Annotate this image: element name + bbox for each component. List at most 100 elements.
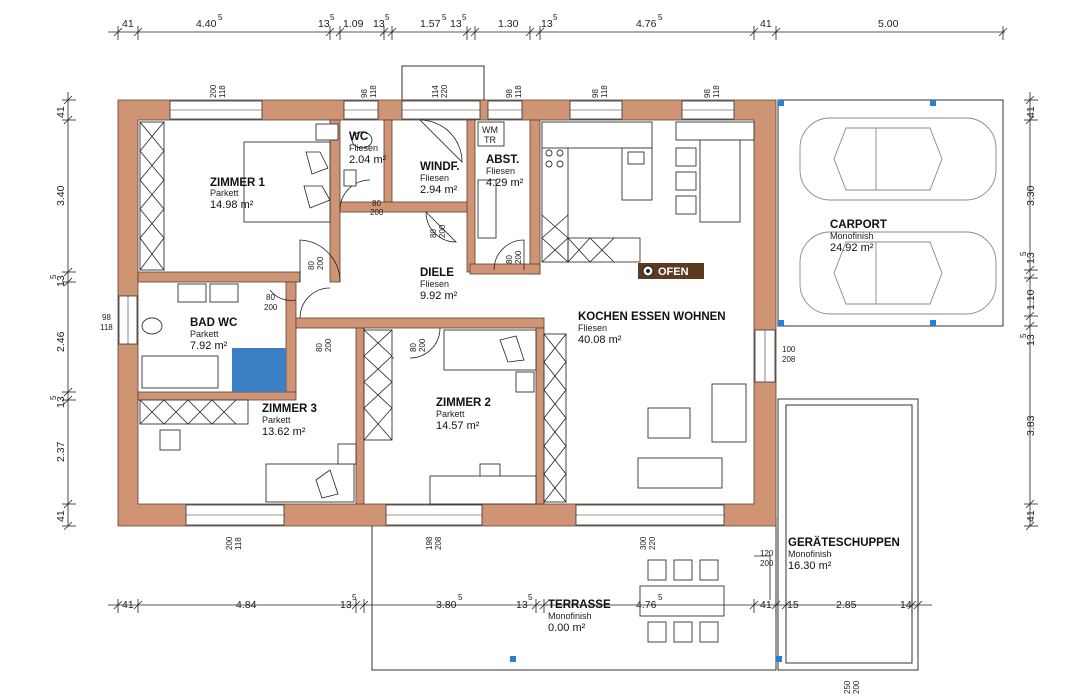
dim-bottom-label: 41: [122, 599, 134, 611]
room-area: 14.57 m²: [436, 420, 480, 432]
door-height: 200: [316, 256, 325, 270]
dimension-ticks: [62, 26, 1038, 613]
dim-right-label: 5: [1019, 251, 1028, 256]
dim-left-label: 41: [55, 510, 67, 522]
opening-bottom: 118: [600, 85, 609, 98]
room-floor: Fliesen: [420, 173, 449, 183]
room-carport: CARPORT Monofinish 24.92 m²: [830, 219, 887, 254]
room-windf: WINDF. Fliesen 2.94 m²: [420, 161, 460, 196]
room-floor: Fliesen: [420, 279, 449, 289]
dim-top-label: 5: [385, 13, 390, 22]
opening-bottom: 118: [234, 537, 243, 550]
room-name: DIELE: [420, 267, 454, 279]
room-area: 2.04 m²: [349, 154, 387, 166]
wall-diele-bottom: [295, 317, 545, 329]
wall-bad-right: [285, 281, 297, 395]
wall-windf-abst: [466, 119, 476, 273]
dim-left-label: 41: [55, 106, 67, 118]
dim-right-label: 13: [1025, 334, 1037, 346]
wall-z3-z2: [355, 327, 365, 505]
opening-top: 120: [760, 549, 774, 558]
door-width: 80: [315, 343, 324, 352]
door-height: 200: [514, 250, 523, 264]
room-area: 13.62 m²: [262, 426, 306, 438]
dim-left-label: 2.46: [55, 331, 67, 352]
opening-top: 198: [425, 536, 434, 550]
room-name: ZIMMER 2: [436, 397, 491, 409]
opening-top: 98: [591, 89, 600, 98]
dim-top-label: 41: [122, 18, 134, 30]
exterior-wall: [117, 99, 777, 527]
windows: [118, 100, 776, 526]
door-height: 200: [438, 224, 447, 238]
room-kochen-essen-wohnen: KOCHEN ESSEN WOHNEN Fliesen 40.08 m²: [578, 311, 726, 346]
room-name: KOCHEN ESSEN WOHNEN: [578, 311, 726, 323]
room-floor: Parkett: [210, 188, 239, 198]
opening-top: 300: [639, 536, 648, 550]
wall-abst-bottom: [469, 263, 541, 275]
dim-left: 41 3.40 13 5 2.46 13 5 2.37 41: [49, 106, 67, 522]
room-area: 24.92 m²: [830, 242, 874, 254]
dimension-lines: [67, 31, 1031, 606]
door-width: 80: [409, 343, 418, 352]
dim-right-label: 41: [1025, 106, 1037, 118]
dim-left-label: 3.40: [55, 185, 67, 206]
dim-right-label: 5: [1019, 333, 1028, 338]
door-width: 80: [307, 261, 316, 270]
car-bottom: [799, 231, 997, 315]
room-zimmer-1: ZIMMER 1 Parkett 14.98 m²: [210, 177, 266, 211]
opening-top: 98: [360, 89, 369, 98]
dim-bottom-label: 14: [900, 599, 912, 611]
room-geraeteschuppen: GERÄTESCHUPPEN Monofinish 16.30 m²: [788, 536, 900, 572]
room-name: CARPORT: [830, 219, 887, 231]
dim-top-label: 13: [450, 18, 462, 30]
room-name: ABST.: [486, 154, 519, 166]
room-terrasse: TERRASSE Monofinish 0.00 m²: [548, 599, 611, 634]
shed-outer: [777, 398, 919, 671]
wall-z1-wc: [329, 119, 341, 283]
opening-bottom: 208: [782, 355, 796, 364]
opening-bottom: 118: [100, 323, 113, 332]
door-swings: [269, 119, 771, 600]
dim-top-label: 5: [442, 13, 447, 22]
room-area: 16.30 m²: [788, 560, 832, 572]
dim-top-label: 5.00: [878, 18, 899, 30]
dim-right: 41 3.30 13 5 1.10 13 5 3.83 41: [1019, 106, 1037, 522]
room-area: 40.08 m²: [578, 334, 622, 346]
room-name: WINDF.: [420, 161, 460, 173]
room-abst: ABST. Fliesen 4.29 m²: [486, 154, 524, 189]
wall-z1-bad: [137, 271, 301, 283]
opening-labels: 200 118 98 118 114 220 98 118 98 118 98 …: [100, 84, 861, 694]
dim-bottom-label: 13: [340, 599, 352, 611]
opening-bottom: 118: [712, 85, 721, 98]
opening-bottom: 200: [760, 559, 774, 568]
room-floor: Parkett: [436, 409, 465, 419]
dim-bottom: 41 4.84 13 5 3.80 5 13 5 4.76 5 41 15 2.…: [122, 593, 912, 611]
dim-left-label: 5: [49, 274, 58, 279]
dim-bottom-label: 5: [528, 593, 533, 602]
wm-label: WM: [482, 125, 498, 135]
door-height: 200: [370, 208, 384, 217]
dim-right-label: 3.30: [1025, 185, 1037, 206]
wall-wc-windf: [383, 119, 393, 203]
opening-top: 98: [102, 313, 111, 322]
room-floor: Monofinish: [830, 231, 874, 241]
wall-abst-kitchen: [529, 119, 541, 275]
dim-bottom-label: 4.84: [236, 599, 257, 611]
dim-bottom-label: 41: [760, 599, 772, 611]
wall-bad-z3: [137, 391, 297, 401]
opening-top: 98: [703, 89, 712, 98]
walls: [117, 99, 777, 527]
furniture: WM TR OFEN: [139, 121, 755, 643]
opening-top: 100: [782, 345, 796, 354]
room-wc: WC Fliesen 2.04 m²: [349, 131, 387, 166]
dim-top-label: 41: [760, 18, 772, 30]
room-floor: Parkett: [262, 415, 291, 425]
room-area: 2.94 m²: [420, 184, 458, 196]
opening-top: 200: [225, 536, 234, 550]
dim-right-label: 1.10: [1025, 289, 1037, 310]
room-labels: ZIMMER 1 Parkett 14.98 m² WC Fliesen 2.0…: [190, 131, 900, 634]
dim-bottom-label: 5: [458, 593, 463, 602]
tr-label: TR: [484, 135, 496, 145]
dim-top-label: 13: [541, 18, 553, 30]
